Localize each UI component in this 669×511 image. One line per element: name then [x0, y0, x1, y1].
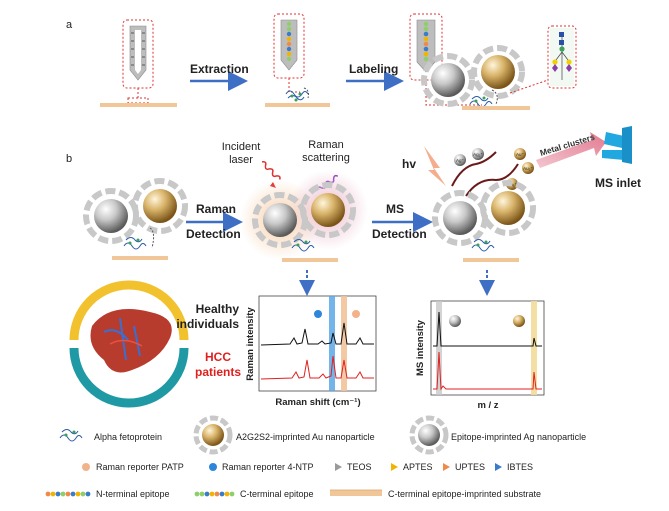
substrate-a3 [462, 106, 530, 110]
hcc-label-2: patients [195, 365, 241, 379]
raman-ylabel: Raman intensity [245, 307, 256, 381]
metal-clusters-arrow [536, 132, 606, 168]
ms-ag-marker [449, 315, 461, 327]
legend-aptes-icon [391, 463, 398, 471]
ms-healthy-spectrum [433, 311, 542, 347]
legend-uptes-icon [443, 463, 450, 471]
ms-hcc-spectrum [433, 351, 542, 391]
legend-ibtes: IBTES [507, 462, 533, 472]
cluster-ag2: Ag₂⁺ [473, 152, 483, 157]
legend-ntp: Raman reporter 4-NTP [222, 462, 314, 472]
ms-detection-label-1: MS [386, 202, 404, 216]
healthy-label-1: Healthy [196, 302, 240, 316]
ionized-clusters: Ag⁺ Ag₂⁺ Au⁺ Au₂⁺ Au₃⁺ [451, 148, 534, 197]
labeled-complex-a [409, 13, 577, 108]
hcc-label-1: HCC [205, 350, 231, 364]
scattering-label-1: Raman [308, 139, 343, 151]
incident-laser-wave [261, 161, 281, 180]
substrate-a2 [265, 103, 330, 107]
ms-detection-label-2: Detection [372, 227, 427, 241]
raman-healthy-spectrum [260, 322, 374, 346]
substrate-b3 [463, 258, 519, 262]
raman-detection-label-1: Raman [196, 202, 236, 216]
legend-alpha-fetoprotein: Alpha fetoprotein [94, 432, 162, 442]
liver-ring-icon [69, 280, 189, 408]
legend-c-epitope: C-terminal epitope [240, 489, 314, 499]
hv-label: hv [402, 157, 416, 171]
lightning-icon [424, 146, 446, 186]
legend-ag-np: Epitope-imprinted Ag nanoparticle [451, 432, 586, 442]
panel-b-label: b [66, 153, 72, 165]
cluster-au2: Au₂⁺ [523, 166, 533, 171]
legend-ntp-icon [209, 463, 217, 471]
legend-patp: Raman reporter PATP [96, 462, 184, 472]
sandwich-complex-ms [432, 180, 536, 252]
ms-au-marker [513, 315, 525, 327]
template-with-epitope [273, 13, 309, 102]
ms-au-band [531, 301, 537, 395]
legend-teos: TEOS [347, 462, 372, 472]
legend-substrate-icon [330, 489, 382, 496]
sandwich-complex-raman [240, 170, 368, 260]
legend-aptes: APTES [403, 462, 433, 472]
labeling-label: Labeling [349, 62, 398, 76]
ms-plot-frame [430, 300, 545, 396]
substrate-a1 [100, 103, 177, 107]
ms-inlet-label: MS inlet [595, 176, 641, 190]
ms-ag-band [436, 301, 442, 395]
legend-n-epitope: N-terminal epitope [96, 489, 170, 499]
extraction-label: Extraction [190, 62, 249, 76]
sandwich-complex-1 [83, 178, 188, 250]
legend-au-np-icon [193, 415, 233, 455]
raman-chart: Raman intensity Raman shift (cm⁻¹) [245, 295, 377, 408]
raman-ntp-marker [314, 310, 322, 318]
ms-inlet-icon [602, 126, 632, 164]
raman-ntp-band [329, 296, 335, 391]
raman-detection-label-2: Detection [186, 227, 241, 241]
legend-substrate: C-terminal epitope-imprinted substrate [388, 489, 541, 499]
legend-n-epitope-icon [45, 491, 91, 497]
healthy-label-2: individuals [176, 317, 239, 331]
raman-patp-marker [352, 310, 360, 318]
legend-alpha-fetoprotein-icon [59, 429, 83, 442]
cluster-ag1: Ag⁺ [456, 158, 465, 163]
incident-label-2: laser [229, 154, 253, 166]
substrate-b2 [282, 258, 338, 262]
panel-a-label: a [66, 19, 73, 31]
empty-imprint-template [122, 19, 154, 104]
legend-patp-icon [82, 463, 90, 471]
scattering-label-2: scattering [302, 152, 350, 164]
ms-ylabel: MS intensity [415, 319, 426, 376]
ms-chart: MS intensity m / z [415, 300, 545, 411]
substrate-b1 [112, 256, 168, 260]
legend-au-np: A2G2S2-imprinted Au nanoparticle [236, 432, 375, 442]
legend-ag-np-icon [409, 415, 449, 455]
raman-hcc-spectrum [260, 355, 374, 380]
legend-c-epitope-icon [194, 491, 235, 497]
cluster-au1: Au⁺ [516, 152, 525, 157]
raman-patp-band [341, 296, 347, 391]
ms-xlabel: m / z [477, 400, 498, 411]
legend-ibtes-icon [495, 463, 502, 471]
legend-teos-icon [335, 463, 342, 471]
raman-xlabel: Raman shift (cm⁻¹) [275, 397, 360, 408]
legend-uptes: UPTES [455, 462, 485, 472]
incident-label-1: Incident [222, 141, 261, 153]
